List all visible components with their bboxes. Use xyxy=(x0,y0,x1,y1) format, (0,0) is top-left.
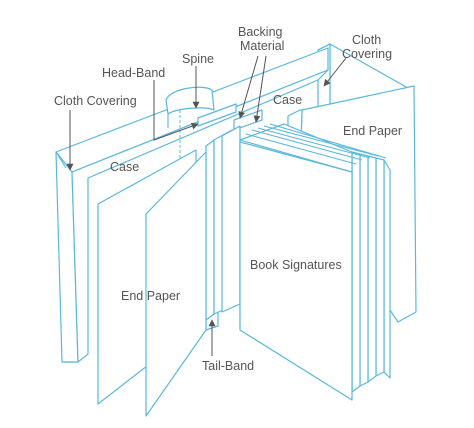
label-tail-band: Tail-Band xyxy=(202,359,254,373)
label-end-paper-right: End Paper xyxy=(343,124,402,138)
label-cloth-covering-left: Cloth Covering xyxy=(54,94,137,108)
leader-backing-material-b xyxy=(253,55,267,123)
label-case-left: Case xyxy=(110,160,139,174)
label-spine: Spine xyxy=(182,52,214,66)
interior-sheets xyxy=(205,125,241,321)
leader-head-band xyxy=(153,80,199,141)
label-backing-material-1: Backing xyxy=(238,25,283,39)
label-book-signatures: Book Signatures xyxy=(250,258,342,272)
spine-piece xyxy=(165,86,215,160)
label-end-paper-left: End Paper xyxy=(121,289,180,303)
label-cloth-covering-right-2: Covering xyxy=(342,47,392,61)
book-signatures-block xyxy=(239,123,391,401)
label-case-right: Case xyxy=(273,93,302,107)
label-cloth-covering-right-1: Cloth xyxy=(352,33,381,47)
end-paper-left-sheet xyxy=(97,149,207,417)
label-head-band: Head-Band xyxy=(102,66,165,80)
leader-cloth-covering-right xyxy=(323,57,347,87)
backing-material-piece xyxy=(233,109,263,131)
label-backing-material-2: Material xyxy=(240,39,284,53)
leader-backing-material-a xyxy=(238,55,259,119)
leader-lines xyxy=(66,55,347,356)
